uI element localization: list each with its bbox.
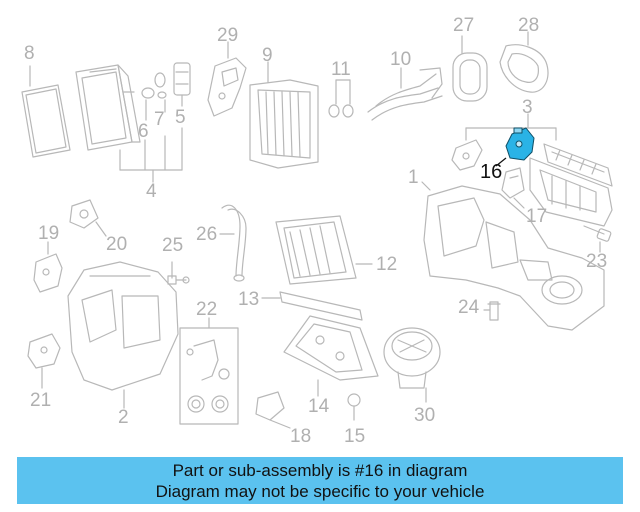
part-1-housing — [421, 181, 605, 331]
callout-2: 2 — [118, 407, 129, 428]
part-27-seal — [452, 35, 488, 102]
part-5-valve — [173, 62, 191, 107]
part-24-screw — [483, 301, 501, 321]
callout-16: 16 — [480, 161, 503, 183]
part-2-housing — [67, 261, 179, 409]
callout-20: 20 — [106, 234, 128, 255]
part-4-evaporator — [75, 64, 141, 151]
callout-28: 28 — [518, 15, 540, 36]
part-10-tubes — [367, 67, 443, 121]
callout-17: 17 — [526, 206, 548, 227]
part-17 — [501, 167, 525, 209]
callout-5: 5 — [175, 107, 186, 128]
callout-24: 24 — [458, 297, 480, 318]
callout-30: 30 — [414, 405, 436, 426]
part-12-filter — [275, 215, 373, 285]
part-21 — [27, 333, 61, 389]
callout-23: 23 — [586, 251, 608, 272]
part-3-housing — [529, 157, 613, 227]
callout-11: 11 — [331, 59, 351, 80]
callout-13: 13 — [238, 289, 260, 310]
leader-16 — [495, 157, 507, 167]
callout-22: 22 — [196, 299, 218, 320]
part-20 — [69, 199, 107, 237]
part-3-duct — [543, 143, 613, 187]
callout-29: 29 — [217, 25, 239, 46]
callout-6: 6 — [138, 121, 149, 142]
part-18 — [255, 391, 291, 429]
part-15-bolt — [347, 393, 361, 421]
part-28-seal — [499, 31, 549, 93]
callout-15: 15 — [344, 426, 366, 447]
banner-line-1: Part or sub-assembly is #16 in diagram — [172, 461, 468, 480]
part-16-highlighted — [505, 127, 535, 161]
callout-26: 26 — [196, 224, 218, 245]
callout-12: 12 — [376, 254, 398, 275]
part-8-cabin-filter — [21, 65, 71, 158]
part-23-screw — [583, 225, 612, 253]
leader-3 — [465, 113, 557, 141]
part-26-hose — [219, 204, 247, 282]
part-22-kit — [179, 317, 239, 425]
parts-diagram: 8 29 9 11 10 27 28 3 7 5 6 16 1 4 17 26 … — [21, 15, 613, 447]
part-19 — [33, 241, 63, 293]
banner-line-2: Diagram may not be specific to your vehi… — [155, 482, 485, 501]
part-6-7-seals — [141, 72, 167, 121]
callout-1: 1 — [408, 167, 419, 188]
callout-21: 21 — [30, 390, 52, 411]
callout-18: 18 — [290, 426, 312, 447]
callout-27: 27 — [453, 15, 475, 36]
part-14-tray — [283, 315, 379, 397]
callout-25: 25 — [162, 235, 184, 256]
info-banner: Part or sub-assembly is #16 in diagram D… — [17, 457, 623, 504]
part-11-clips — [328, 79, 354, 118]
part-30-blower — [383, 327, 441, 403]
callout-8: 8 — [24, 43, 35, 64]
part-9-heater-core — [249, 61, 319, 169]
callout-4: 4 — [146, 181, 157, 202]
callout-7: 7 — [154, 109, 165, 130]
callout-14: 14 — [308, 396, 330, 417]
part-13-strip — [261, 291, 363, 321]
callout-3: 3 — [522, 97, 533, 118]
part-3-actuator — [451, 139, 483, 171]
part-29 — [207, 41, 247, 117]
part-25-screw — [167, 261, 190, 285]
callout-9: 9 — [262, 45, 273, 66]
callout-19: 19 — [38, 223, 60, 244]
callout-10: 10 — [390, 49, 412, 70]
leader-4 — [119, 127, 183, 183]
